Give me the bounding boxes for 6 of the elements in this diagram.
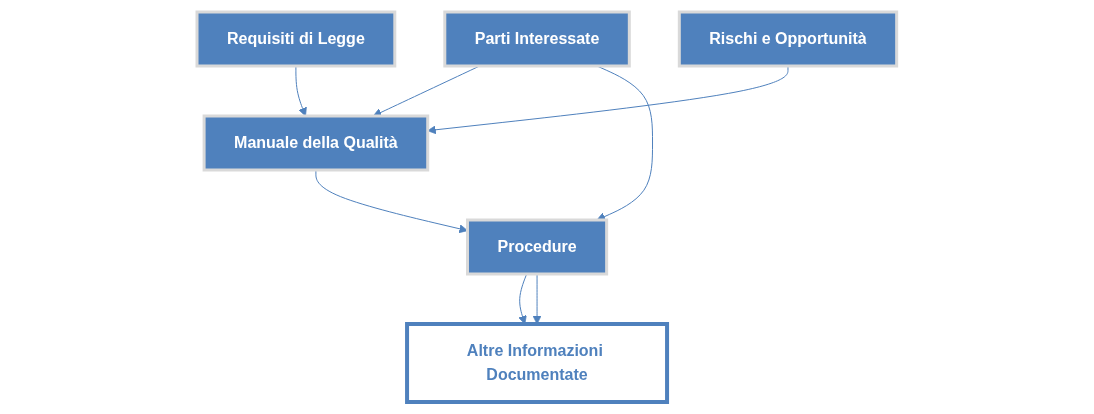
node-box: Requisiti di Legge: [195, 10, 397, 68]
node-box: Parti Interessate: [443, 10, 631, 68]
node-box: Manuale della Qualità: [202, 114, 430, 172]
node-box: Rischi e Opportunità: [678, 10, 899, 68]
node-box: Procedure: [466, 218, 609, 276]
node-box: Altre Informazioni Documentate: [405, 322, 670, 404]
